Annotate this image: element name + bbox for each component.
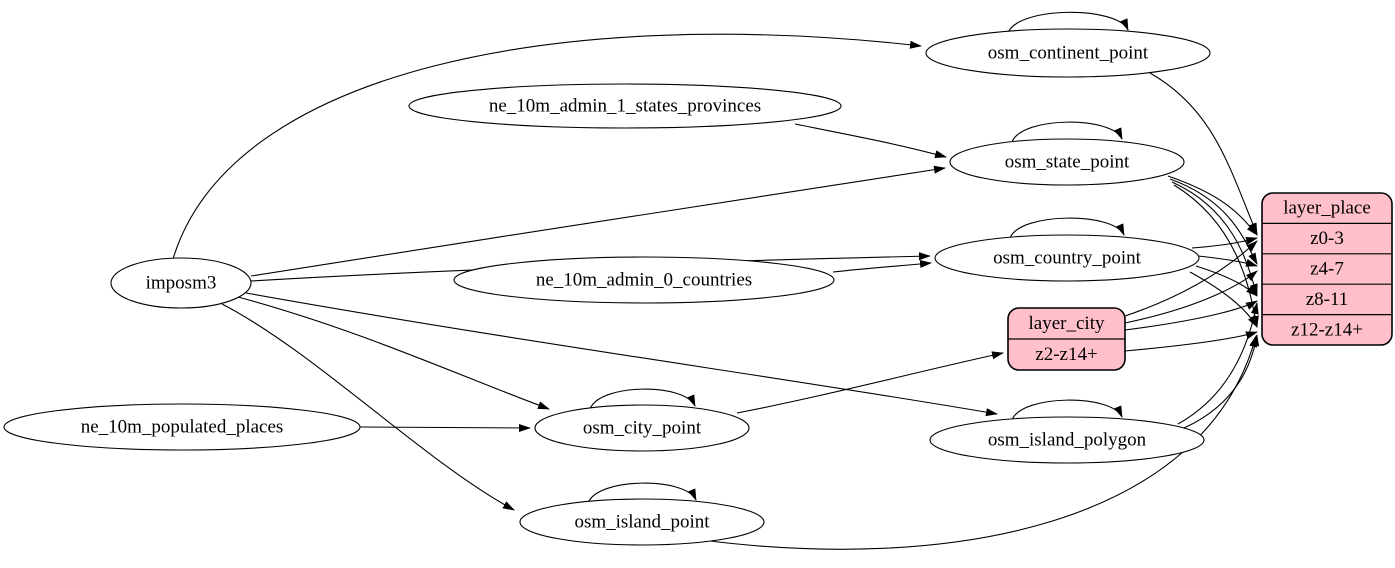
node-shape-ne_10m_populated_places <box>3 403 361 451</box>
node-imposm3: imposm3 <box>110 257 252 309</box>
node-shape-ne_10m_admin_1_states_provinces <box>408 83 842 129</box>
node-osm_island_point: osm_island_point <box>519 498 765 546</box>
edge-osm_state_point-to-layer_place:z8-11 <box>1171 181 1258 296</box>
node-osm_city_point: osm_city_point <box>534 404 750 452</box>
edge-osm_state_point-to-layer_place:z4-7 <box>1169 178 1258 265</box>
edge-osm_city_point-to-layer_city:z2-z14+ <box>736 351 1004 414</box>
node-label-osm_city_point: osm_city_point <box>583 418 702 439</box>
node-shape-imposm3 <box>110 257 252 309</box>
edge-layer_city-to-layer_place:z4-7 <box>1124 270 1258 324</box>
self-loop-osm_island_point <box>587 482 697 504</box>
node-ne_10m_populated_places: ne_10m_populated_places <box>3 403 361 451</box>
edge-osm_island_point-to-layer_place:z12-z14+ <box>701 335 1257 550</box>
self-loop-osm_country_point <box>1009 217 1125 239</box>
edge-osm_island_polygon-to-layer_place:z12-z14+ <box>1183 334 1260 429</box>
edge-osm_country_point-to-layer_place:z12-z14+ <box>1189 271 1258 328</box>
node-label-osm_island_polygon: osm_island_polygon <box>988 430 1147 451</box>
record-row-layer_city-layer_city: layer_city <box>1029 313 1105 334</box>
node-ne_10m_admin_0_countries: ne_10m_admin_0_countries <box>453 256 835 304</box>
edge-ne_10m_populated_places-to-osm_city_point <box>359 423 531 432</box>
node-label-osm_continent_point: osm_continent_point <box>988 43 1149 64</box>
record-layer_city: layer_city z2-z14+ <box>1007 307 1126 371</box>
edge-osm_island_polygon-to-layer_place:z8-11 <box>1177 302 1259 425</box>
edge-imposm3-to-osm_continent_point <box>172 33 922 260</box>
record-row-layer_city-z2-z14+: z2-z14+ <box>1035 344 1097 365</box>
record-row-layer_place-layer_place: layer_place <box>1283 198 1371 219</box>
edge-ne_10m_admin_0_countries-to-osm_country_point <box>832 260 932 273</box>
self-loop-osm_island_polygon <box>1011 399 1123 421</box>
node-shape-osm_state_point <box>949 138 1185 186</box>
edge-osm_state_point-to-layer_place:z0-3 <box>1167 175 1258 236</box>
node-label-osm_island_point: osm_island_point <box>574 512 710 533</box>
record-row-layer_place-z12-z14+: z12-z14+ <box>1291 319 1363 340</box>
node-label-ne_10m_populated_places: ne_10m_populated_places <box>81 417 284 438</box>
node-label-ne_10m_admin_0_countries: ne_10m_admin_0_countries <box>536 270 752 291</box>
edge-imposm3-to-osm_state_point <box>250 165 946 277</box>
edge-osm_continent_point-to-layer_place:z0-3 <box>1149 72 1258 235</box>
record-layer_place: layer_place z0-3 z4-7 z8-11 z12-z14+ <box>1261 192 1393 346</box>
self-loop-osm_city_point <box>589 388 696 410</box>
node-shape-osm_country_point <box>934 234 1200 282</box>
node-osm_continent_point: osm_continent_point <box>925 28 1211 78</box>
node-ne_10m_admin_1_states_provinces: ne_10m_admin_1_states_provinces <box>408 83 842 129</box>
edge-osm_country_point-to-layer_place:z4-7 <box>1197 255 1258 267</box>
node-shape-osm_island_polygon <box>929 416 1205 464</box>
node-label-osm_country_point: osm_country_point <box>993 248 1141 269</box>
node-shape-osm_island_point <box>519 498 765 546</box>
edge-osm_country_point-to-layer_place:z8-11 <box>1195 265 1258 297</box>
record-row-layer_place-z4-7: z4-7 <box>1310 259 1344 280</box>
self-loop-osm_state_point <box>1011 121 1123 143</box>
record-row-layer_place-z8-11: z8-11 <box>1306 289 1349 310</box>
edge-layer_city-to-layer_place:z0-3 <box>1124 240 1258 317</box>
node-osm_island_polygon: osm_island_polygon <box>929 416 1205 464</box>
node-osm_country_point: osm_country_point <box>934 234 1200 282</box>
node-label-osm_state_point: osm_state_point <box>1005 152 1130 173</box>
edge-imposm3-to-osm_island_point <box>221 303 515 511</box>
edge-layer_city-to-layer_place:z12-z14+ <box>1124 331 1258 352</box>
node-label-ne_10m_admin_1_states_provinces: ne_10m_admin_1_states_provinces <box>489 96 761 117</box>
record-shape-layer_place <box>1261 192 1393 346</box>
node-label-imposm3: imposm3 <box>146 273 217 294</box>
node-shape-ne_10m_admin_0_countries <box>453 256 835 304</box>
edge-ne_10m_admin_1_states_provinces-to-osm_state_point <box>794 123 947 158</box>
node-shape-osm_city_point <box>534 404 750 452</box>
record-row-layer_place-z0-3: z0-3 <box>1310 228 1344 249</box>
nodes-layer: imposm3 ne_10m_admin_1_states_provincesne… <box>3 28 1393 546</box>
node-osm_state_point: osm_state_point <box>949 138 1185 186</box>
edge-imposm3-to-osm_island_polygon <box>245 292 998 417</box>
edge-osm_country_point-to-layer_place:z0-3 <box>1191 237 1258 249</box>
edge-imposm3-to-osm_city_point <box>237 296 550 410</box>
edges-layer <box>172 11 1260 550</box>
self-loop-osm_continent_point <box>1007 11 1129 34</box>
node-shape-osm_continent_point <box>925 28 1211 78</box>
